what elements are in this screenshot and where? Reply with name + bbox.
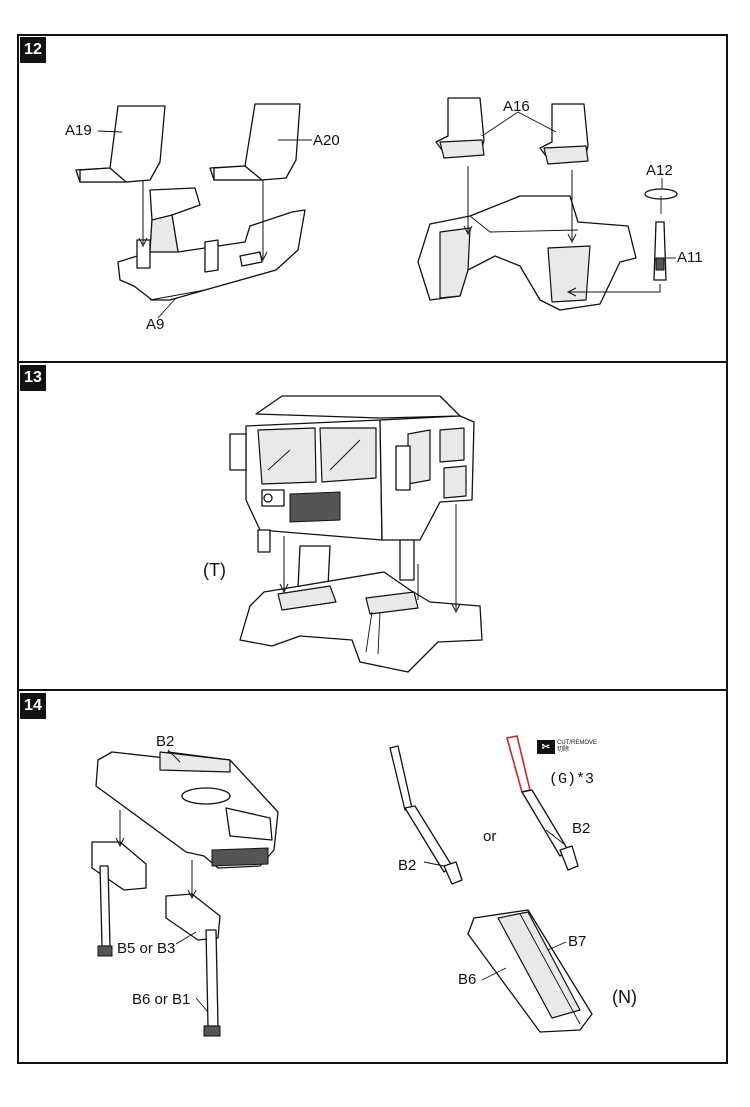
- part-label-a12: A12: [646, 162, 673, 179]
- part-label-b6: B6: [458, 971, 477, 988]
- instruction-frame: [17, 34, 728, 1064]
- part-label-b2: B2: [156, 733, 175, 750]
- step-divider: [17, 689, 728, 691]
- part-label-a16: A16: [503, 98, 530, 115]
- part-label-b6-or-b1: B6 or B1: [132, 991, 191, 1008]
- part-label-b7: B7: [568, 933, 587, 950]
- step-number-badge: 14: [20, 693, 46, 719]
- step13-cab-assembly: [229, 395, 483, 673]
- step12-right-assembly: [417, 97, 678, 311]
- quantity-label-g3: (G)*3: [549, 771, 595, 788]
- part-label-a19: A19: [65, 122, 92, 139]
- cut-remove-note: CUT/REMOVE 切除: [557, 740, 597, 754]
- part-label-a9: A9: [146, 316, 165, 333]
- orientation-label-n: (N): [612, 987, 637, 1007]
- step-number-badge: 12: [20, 37, 46, 63]
- orientation-label-t: (T): [203, 560, 226, 580]
- part-label-b2-alt: B2: [398, 857, 417, 874]
- step12-left-assembly: [75, 103, 312, 319]
- cut-remove-label-cn: 切除: [557, 747, 570, 753]
- cut-remove-label: CUT/REMOVE: [557, 740, 598, 746]
- step-divider: [17, 361, 728, 363]
- part-label-b5-or-b3: B5 or B3: [117, 940, 176, 957]
- part-label-a11: A11: [677, 249, 703, 266]
- step-number-badge: 13: [20, 365, 46, 391]
- or-label: or: [483, 828, 497, 845]
- part-label-a20: A20: [313, 132, 340, 149]
- cut-remove-icon: ✂: [537, 740, 555, 754]
- part-label-b2-cut: B2: [572, 820, 591, 837]
